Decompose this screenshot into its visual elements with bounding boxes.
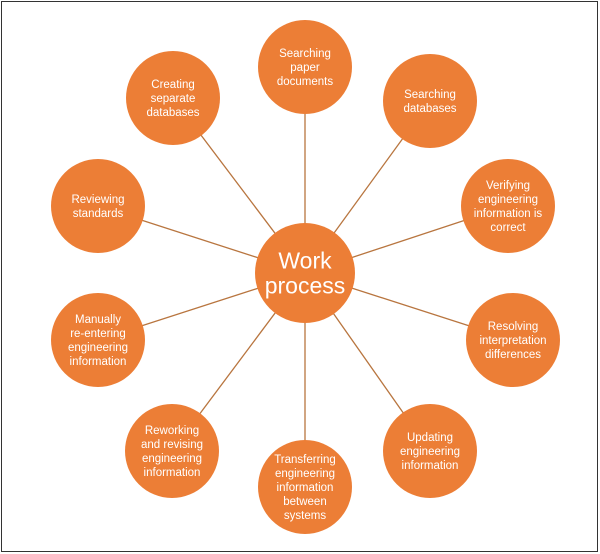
node-transferring-engineering-information: Transferring engineering information betwee… bbox=[258, 440, 352, 534]
label-line: engineering bbox=[275, 468, 335, 480]
label-line: Searching bbox=[279, 48, 331, 60]
node-searching-databases: Searching databases bbox=[383, 54, 477, 148]
label-line: Searching bbox=[404, 89, 456, 101]
label-line: standards bbox=[73, 208, 124, 220]
label-line: paper bbox=[290, 62, 320, 74]
node-circle bbox=[383, 404, 477, 498]
node-circle bbox=[258, 20, 352, 114]
label-line: between bbox=[283, 496, 326, 508]
label-line: Creating bbox=[151, 79, 194, 91]
node-circle bbox=[126, 51, 220, 145]
label-line: Resolving bbox=[488, 321, 539, 333]
node-updating-engineering-information: Updating engineering information bbox=[383, 404, 477, 498]
label-line: interpretation bbox=[479, 335, 546, 347]
node-label: Transferring engineering information betwee… bbox=[274, 454, 336, 522]
label-line: re-entering bbox=[70, 328, 126, 340]
center-circle bbox=[255, 223, 355, 323]
label-line: engineering bbox=[68, 342, 128, 354]
node-label: Creating separate databases bbox=[146, 79, 199, 119]
label-line: information bbox=[144, 467, 201, 479]
node-reviewing-standards: Reviewing standards bbox=[51, 159, 145, 253]
node-creating-separate-databases: Creating separate databases bbox=[126, 51, 220, 145]
label-line: information bbox=[70, 356, 127, 368]
label-line: information bbox=[402, 460, 459, 472]
node-label: Verifying engineering information is correc… bbox=[474, 180, 543, 234]
node-verifying-engineering-information: Verifying engineering information is correc… bbox=[461, 159, 555, 253]
node-label: Searching databases bbox=[403, 89, 456, 115]
node-circle bbox=[461, 159, 555, 253]
node-circle bbox=[466, 293, 560, 387]
label-line: Updating bbox=[407, 432, 453, 444]
label-line: information is bbox=[474, 208, 543, 220]
label-line: engineering bbox=[400, 446, 460, 458]
node-label: Updating engineering information bbox=[400, 432, 460, 472]
label-line: separate bbox=[151, 93, 196, 105]
label-line: systems bbox=[284, 510, 326, 522]
node-circle bbox=[51, 159, 145, 253]
node-circle bbox=[383, 54, 477, 148]
label-line: process bbox=[265, 273, 346, 299]
label-line: Reviewing bbox=[71, 194, 124, 206]
label-line: Manually bbox=[75, 314, 121, 326]
node-label: Resolving interpretation differences bbox=[479, 321, 546, 361]
node-label: Searching paper documents bbox=[277, 48, 334, 88]
label-line: differences bbox=[485, 349, 541, 361]
node-manually-re-entering: Manually re-entering engineering informatio… bbox=[51, 293, 145, 387]
label-line: engineering bbox=[478, 194, 538, 206]
node-circle bbox=[51, 293, 145, 387]
node-label: Reviewing standards bbox=[71, 194, 124, 220]
label-line: correct bbox=[490, 222, 526, 234]
node-resolving-interpretation-differences: Resolving interpretation differences bbox=[466, 293, 560, 387]
node-searching-paper-documents: Searching paper documents bbox=[258, 20, 352, 114]
label-line: Reworking bbox=[145, 425, 199, 437]
label-line: information bbox=[277, 482, 334, 494]
node-label: Manually re-entering engineering informatio… bbox=[68, 314, 128, 368]
node-label: Reworking and revising engineering informat… bbox=[141, 425, 203, 479]
label-line: Transferring bbox=[274, 454, 336, 466]
label-line: databases bbox=[403, 103, 456, 115]
node-circle bbox=[125, 404, 219, 498]
node-circle bbox=[258, 440, 352, 534]
node-reworking-and-revising: Reworking and revising engineering informat… bbox=[125, 404, 219, 498]
label-line: engineering bbox=[142, 453, 202, 465]
label-line: and revising bbox=[141, 439, 203, 451]
label-line: Verifying bbox=[486, 180, 530, 192]
label-line: documents bbox=[277, 76, 334, 88]
label-line: databases bbox=[146, 107, 199, 119]
label-line: Work bbox=[278, 248, 332, 274]
